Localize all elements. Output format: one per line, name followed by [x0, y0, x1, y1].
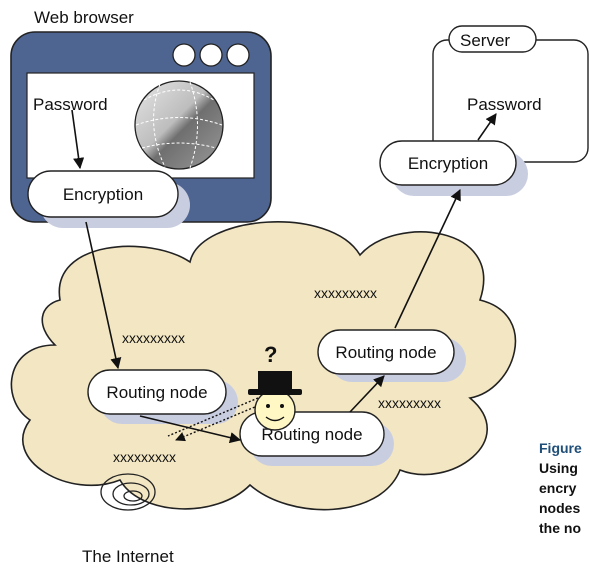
routing-node-left: Routing node [87, 369, 227, 415]
ciphertext-label-1: xxxxxxxxx [314, 285, 377, 301]
server-tab [448, 25, 537, 53]
caption-line-4: nodes [539, 500, 581, 516]
arrow-routing-right-to-encryption [394, 188, 461, 329]
ciphertext-label-4: xxxxxxxxx [113, 449, 176, 465]
arrow-encryption-to-routing-left [85, 221, 122, 370]
ciphertext-label-3: xxxxxxxxx [378, 395, 441, 411]
arrow-encryption-to-password [477, 113, 497, 141]
caption-line-3: encry [539, 480, 577, 496]
routing-node-right-label: Routing node [335, 343, 436, 362]
window-button-2[interactable] [199, 43, 223, 67]
window-button-1[interactable] [172, 43, 196, 67]
eavesdropper-icon [248, 371, 302, 431]
browser-password-label: Password [33, 95, 108, 114]
eavesdropper-question-mark: ? [264, 342, 277, 367]
server-password-label: Password [467, 95, 542, 114]
window-button-3[interactable] [226, 43, 250, 67]
internet-label: The Internet [82, 547, 174, 566]
eavesdropper-sight-lines [167, 397, 263, 442]
arrow-password-to-encryption [71, 109, 85, 170]
ciphertext-label-2: xxxxxxxxx [122, 330, 185, 346]
flow-arrows [71, 109, 497, 444]
arrow-routing-left-to-bottom [139, 415, 242, 444]
caption-line-1: Figure [539, 440, 582, 456]
browser-window-buttons [172, 43, 250, 67]
server-box [432, 25, 589, 163]
server-label: Server [460, 31, 510, 50]
caption-line-2: Using [539, 460, 578, 476]
browser-encryption-node: Encryption [27, 170, 179, 218]
routing-node-bottom-label: Routing node [261, 425, 362, 444]
server-encryption-label: Encryption [408, 154, 488, 173]
arrow-routing-bottom-to-right [349, 375, 385, 413]
web-browser-label: Web browser [34, 8, 134, 27]
browser-encryption-label: Encryption [63, 185, 143, 204]
routing-node-right: Routing node [317, 329, 455, 375]
internet-spiral-icon [100, 473, 156, 511]
figure-caption: Figure Using encry nodes the no [539, 438, 590, 538]
server-encryption-node: Encryption [379, 140, 517, 186]
caption-line-5: the no [539, 520, 581, 536]
globe-icon [134, 80, 224, 170]
routing-node-left-label: Routing node [106, 383, 207, 402]
